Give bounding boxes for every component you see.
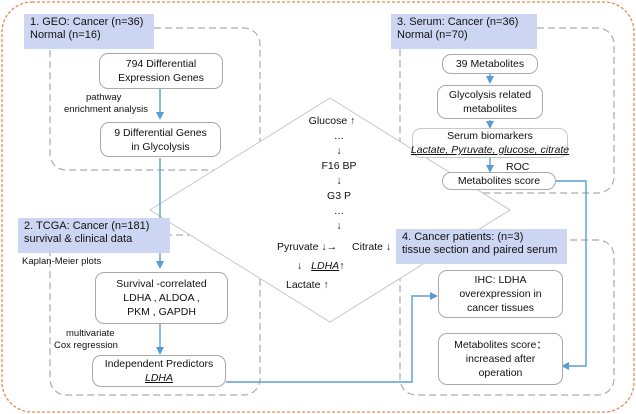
roc-label: ROC <box>506 161 530 173</box>
survival-line1: Survival -correlated <box>116 278 207 290</box>
geo-panel <box>49 27 261 171</box>
patients-header: 4. Cancer patients: (n=3) tissue section… <box>396 229 567 264</box>
predictors-box: Independent Predictors LDHA <box>92 355 226 387</box>
pathway-pyruvate-row: Pyruvate ↓→ Citrate ↓ <box>277 241 391 253</box>
serum-header: 3. Serum: Cancer (n=36) Normal (n=70) <box>391 14 537 49</box>
cox-note-line2: Cox regression <box>54 340 118 351</box>
ihc-box: IHC: LDHA overexpression in cancer tissu… <box>438 270 563 318</box>
biomarkers-title: Serum biomarkers <box>447 130 533 142</box>
serum-header-line1: 3. Serum: Cancer (n=36) <box>397 16 519 28</box>
glycolysis-metabolites-line1: Glycolysis related <box>448 89 532 101</box>
degs-line1: 794 Differential <box>125 58 197 70</box>
degs-box: 794 Differential Expression Genes <box>99 53 223 89</box>
pathway-arrow2: ↓ <box>336 175 342 187</box>
enrichment-note-line1: pathway <box>86 92 122 103</box>
tcga-header: 2. TCGA: Cancer (n=181) survival & clini… <box>18 218 170 253</box>
metabolites-box: 39 Metabolites <box>442 54 538 74</box>
enrichment-note-line2: enrichment analysis <box>64 104 148 115</box>
glycolysis-pathway: Glucose ↑ … ↓ F16 BP ↓ G3 P … ↓ <box>274 114 404 234</box>
metabolites-score-label: Metabolites score <box>457 175 541 187</box>
arrow-ldha-to-ihc <box>226 292 438 383</box>
geo-header-line1: 1. GEO: Cancer (n=36) <box>30 16 144 28</box>
pathway-lactate: Lactate ↑ <box>286 279 329 291</box>
glycolysis-metabolites-line2: metabolites <box>463 103 517 115</box>
glycolysis-genes-box: 9 Differential Genes in Glycolysis <box>100 122 221 157</box>
predictors-ldha: LDHA <box>144 372 173 384</box>
pathway-dots2: … <box>333 205 345 217</box>
predictors-line1: Independent Predictors <box>104 358 214 370</box>
geo-header: 1. GEO: Cancer (n=36) Normal (n=16) <box>24 14 154 49</box>
biomarkers-list: Lactate, Pyruvate, glucose, citrate <box>410 144 570 156</box>
pathway-citrate: Citrate ↓ <box>352 241 392 253</box>
glycolysis-genes-line1: 9 Differential Genes <box>114 126 207 139</box>
pathway-dots1: … <box>333 130 345 142</box>
cox-note: multivariate Cox regression <box>54 328 118 352</box>
tcga-header-line2: survival & clinical data <box>24 233 133 245</box>
pathway-lactate-row: Lactate ↑ <box>286 279 329 291</box>
cox-note-line1: multivariate <box>66 328 115 339</box>
pathway-arrow3: ↓ <box>336 220 342 232</box>
score-increase-line2: increased after <box>465 353 536 365</box>
survival-genes-box: Survival -correlated LDHA , ALDOA , PKM … <box>95 272 228 324</box>
metabolites-score-box: Metabolites score <box>442 172 556 190</box>
degs-line2: Expression Genes <box>118 72 204 84</box>
pathway-ldha: LDHA <box>311 260 340 272</box>
arrow-score-to-patients <box>556 180 587 370</box>
pathway-ldha-arrow: ↑ <box>339 260 345 272</box>
pathway-arrow4: ↓ <box>297 260 303 272</box>
patients-header-line2: tissue section and paired serum <box>402 244 558 256</box>
tcga-header-line1: 2. TCGA: Cancer (n=181) <box>24 220 150 232</box>
pathway-g3p: G3 P <box>327 190 351 202</box>
pathway-pyruvate: Pyruvate ↓→ <box>277 241 338 253</box>
pathway-arrow1: ↓ <box>336 145 342 157</box>
survival-line3: PKM , GAPDH <box>127 306 196 318</box>
enrichment-note: pathway enrichment analysis <box>64 92 148 116</box>
score-increase-line1: Metabolites score： <box>454 339 547 351</box>
pathway-f16bp: F16 BP <box>321 160 357 172</box>
survival-line2: LDHA , ALDOA , <box>123 292 200 304</box>
ihc-line2: overexpression in <box>459 288 542 300</box>
pathway-glucose: Glucose ↑ <box>308 115 356 127</box>
patients-header-line1: 4. Cancer patients: (n=3) <box>402 231 524 243</box>
geo-header-line2: Normal (n=16) <box>30 29 101 41</box>
glycolysis-metabolites-box: Glycolysis related metabolites <box>437 85 543 119</box>
glycolysis-genes-line2: in Glycolysis <box>131 140 190 153</box>
score-increase-box: Metabolites score： increased after opera… <box>438 333 563 385</box>
serum-biomarkers-box: Serum biomarkers Lactate, Pyruvate, gluc… <box>410 128 570 158</box>
serum-header-line2: Normal (n=70) <box>397 29 468 41</box>
kaplan-meier-note: Kaplan-Meier plots <box>22 256 102 267</box>
pathway-ldha-row: ↓ LDHA↑ <box>297 260 344 272</box>
ihc-line3: cancer tissues <box>466 302 535 314</box>
ihc-line1: IHC: LDHA <box>474 274 527 286</box>
score-increase-line3: operation <box>478 367 523 379</box>
metabolites-label: 39 Metabolites <box>455 58 525 70</box>
